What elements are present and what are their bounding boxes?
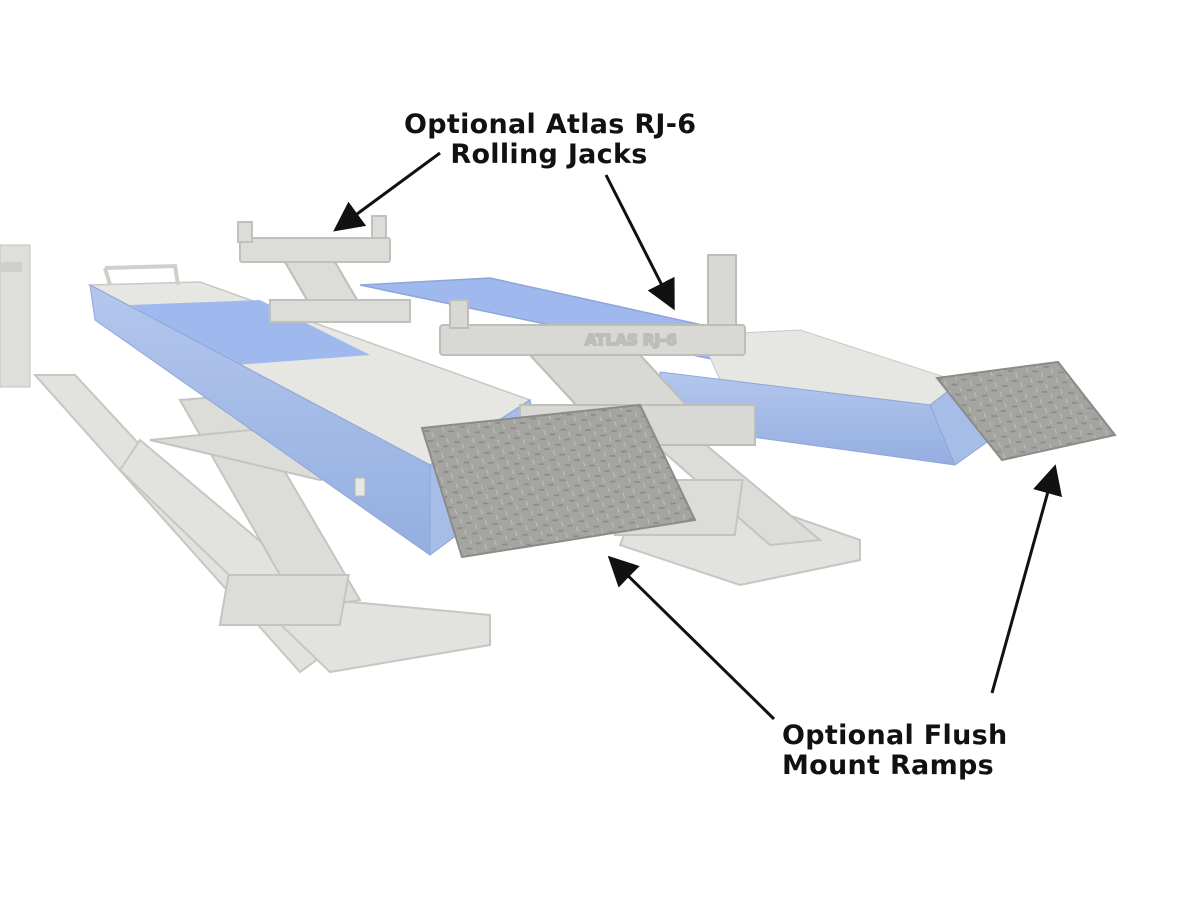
rolling-jacks-callout-line2: Rolling Jacks (450, 139, 648, 170)
arrow-to-right-ramp (990, 464, 1063, 694)
rear-rolling-jack (237, 215, 411, 323)
left-runway (87, 263, 546, 556)
jack-plate-label: ATLAS RJ-6 (585, 331, 677, 349)
flush-ramps-callout: Optional Flush Mount Ramps (782, 721, 1008, 781)
flush-mount-ramps (420, 360, 1117, 559)
ramp-left (420, 403, 697, 559)
flush-ramps-callout-line1: Optional Flush (782, 720, 1008, 751)
arrow-to-left-ramp (607, 555, 776, 721)
arrow-to-rear-jack (333, 151, 441, 232)
ramp-right (935, 360, 1117, 462)
rolling-jacks-callout-line1: Optional Atlas RJ-6 (404, 109, 697, 140)
control-console (0, 244, 31, 388)
flush-ramps-callout-line2: Mount Ramps (782, 750, 995, 781)
right-runway (359, 277, 991, 466)
arrow-to-front-jack (604, 174, 675, 311)
rolling-jacks-callout: Optional Atlas RJ-6 Rolling Jacks (404, 109, 697, 170)
callout-arrows (333, 151, 1063, 721)
